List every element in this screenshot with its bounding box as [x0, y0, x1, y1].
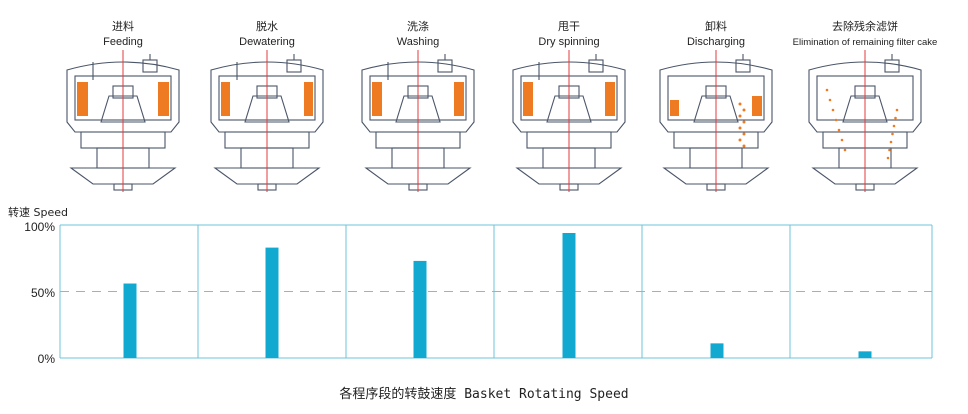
inlet-box — [437, 59, 453, 73]
stage-headers: 进料 Feeding 脱水 Dewatering 洗涤 Washing 甩干 D… — [103, 19, 937, 48]
centrifuge-5 — [659, 50, 773, 192]
discharge-particle — [738, 126, 742, 130]
centrifuge-1 — [66, 50, 180, 192]
residue-particle — [892, 124, 896, 128]
filter-cake-left — [523, 82, 533, 116]
discharge-particle — [738, 102, 742, 106]
filter-cake-left — [221, 82, 230, 116]
discharge-particle — [742, 108, 746, 112]
centrifuge-4 — [512, 50, 626, 192]
hub-cone — [100, 95, 146, 123]
base-skirt — [213, 167, 321, 185]
stage-2-cn: 脱水 — [256, 19, 278, 33]
residue-particle — [837, 128, 841, 132]
filter-cake-right — [158, 82, 169, 116]
residue-particle — [894, 116, 897, 120]
discharge-particle — [738, 138, 742, 142]
residue-particle — [825, 88, 829, 92]
chart-frame — [59, 224, 933, 359]
stage-3-en: Washing — [397, 36, 439, 48]
casing-outline — [659, 61, 773, 133]
stage-2-en: Dewatering — [239, 36, 295, 48]
casing-outline — [808, 61, 922, 133]
hub-cone — [546, 95, 592, 123]
bar-5 — [710, 343, 724, 358]
bar-series — [123, 232, 872, 358]
casing-outline — [512, 61, 626, 133]
y-tick-label-100: 100% — [24, 220, 55, 234]
inlet-box — [588, 59, 604, 73]
discharge-particle — [742, 144, 746, 148]
stage-4-cn: 甩干 — [558, 21, 580, 33]
centrifuge-6 — [808, 50, 922, 192]
base-skirt — [515, 167, 623, 185]
speed-chart: 转速 Speed 100% 50% 0% — [8, 205, 933, 366]
residue-particle — [828, 98, 832, 102]
bar-3 — [413, 260, 427, 358]
filter-cake-right — [752, 96, 762, 116]
discharge-particle — [738, 114, 742, 118]
filter-cake-right — [304, 82, 313, 116]
base-skirt — [69, 167, 177, 185]
bar-4 — [562, 232, 576, 358]
base-skirt — [811, 167, 919, 185]
stage-6-en: Elimination of remaining filter cake — [793, 37, 938, 48]
inlet-box — [142, 59, 158, 73]
casing-outline — [210, 61, 324, 133]
stage-5-cn: 卸料 — [705, 19, 727, 33]
stage-4-en: Dry spinning — [538, 36, 599, 48]
inlet-box — [735, 59, 751, 73]
bar-6 — [858, 351, 872, 358]
bar-1 — [123, 283, 137, 358]
residue-particle — [843, 148, 847, 152]
discharge-particle — [742, 120, 746, 124]
stage-5-en: Discharging — [687, 36, 745, 48]
residue-particle — [888, 148, 891, 152]
y-tick-label-0: 0% — [38, 352, 56, 366]
filter-cake-left — [372, 82, 382, 116]
discharge-particle — [742, 132, 746, 136]
casing-outline — [361, 61, 475, 133]
residue-particle — [889, 140, 893, 144]
residue-particle — [895, 108, 899, 112]
stage-1-en: Feeding — [103, 36, 143, 48]
base-skirt — [662, 167, 770, 185]
centrifuge-2 — [210, 50, 324, 192]
inlet-box — [884, 59, 900, 73]
filter-cake-left — [670, 100, 679, 116]
stage-6-cn: 去除残余滤饼 — [832, 19, 898, 33]
centrifuge-3 — [361, 50, 475, 192]
residue-particle — [834, 118, 838, 122]
filter-cake-right — [454, 82, 464, 116]
base-skirt — [364, 167, 472, 185]
residue-particle — [891, 132, 894, 136]
stage-1-cn: 进料 — [112, 19, 134, 33]
residue-particle — [886, 156, 890, 160]
hub-cone — [244, 95, 290, 123]
hub-cone — [395, 95, 441, 123]
chart-caption: 各程序段的转鼓速度 Basket Rotating Speed — [339, 386, 628, 402]
casing-outline — [66, 61, 180, 133]
hub-cone — [842, 95, 888, 123]
residue-particle — [840, 138, 844, 142]
y-axis-label: 转速 Speed — [8, 205, 68, 219]
centrifuge-illustrations — [66, 50, 922, 192]
inlet-box — [286, 59, 302, 73]
stage-3-cn: 洗涤 — [407, 19, 429, 33]
hub-cone — [693, 95, 739, 123]
residue-particle — [831, 108, 835, 112]
bar-2 — [265, 247, 279, 358]
filter-cake-right — [605, 82, 615, 116]
filter-cake-left — [77, 82, 88, 116]
y-tick-label-50: 50% — [31, 286, 55, 300]
